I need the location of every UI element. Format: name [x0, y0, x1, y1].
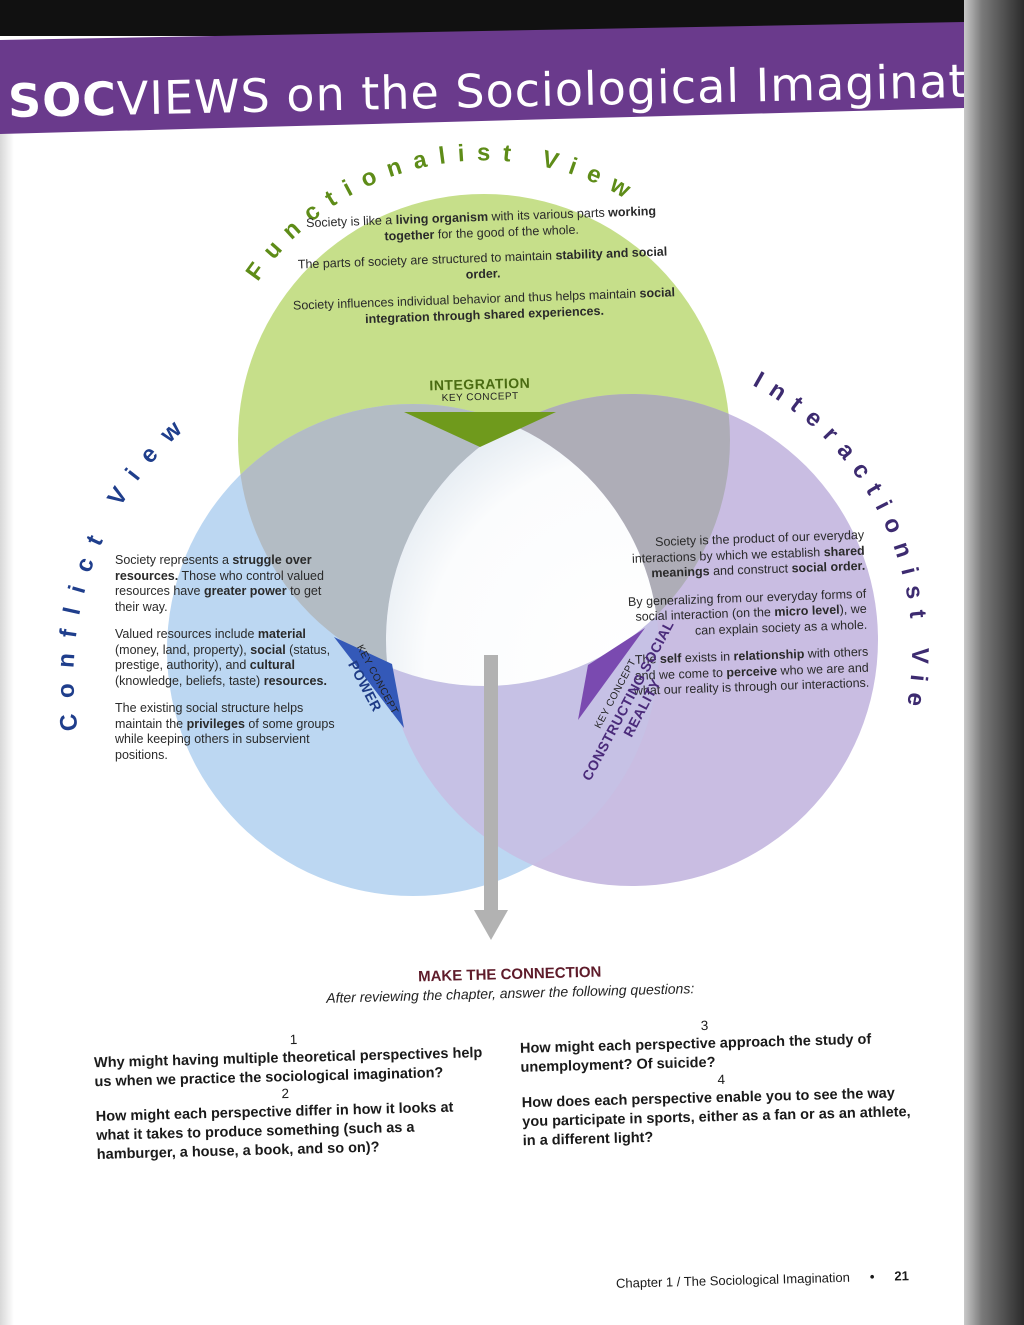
- conflict-point-1: Society represents a struggle over resou…: [115, 553, 340, 615]
- question-text: How does each perspective enable you to …: [521, 1085, 911, 1150]
- conflict-point-3: The existing social structure helps main…: [115, 701, 340, 763]
- header-band: SOCVIEWS on the Sociological Imagination: [0, 16, 964, 134]
- text-run: (money, land, property),: [115, 642, 251, 657]
- text-run: (knowledge, beliefs, taste): [115, 673, 264, 688]
- question-4: 4 How does each perspective enable you t…: [521, 1065, 923, 1151]
- connection-arrow-head: [474, 910, 508, 940]
- text-run: The parts of society are structured to m…: [297, 248, 556, 272]
- emphasis: material: [257, 627, 306, 641]
- question-2: 2 How might each perspective differ in h…: [95, 1079, 477, 1165]
- key-concept-integration: INTEGRATION KEY CONCEPT: [380, 373, 581, 405]
- text-run: exists in: [681, 649, 734, 666]
- text-run: (status, prestige, authority), and: [115, 642, 331, 673]
- text-run: Society represents a: [115, 553, 233, 567]
- emphasis: perceive: [726, 663, 778, 680]
- connection-arrow-shaft: [484, 655, 498, 913]
- text-run: of some groups while keeping others in s…: [115, 716, 335, 762]
- emphasis: greater power: [203, 584, 287, 598]
- scan-left-shadow: [0, 120, 14, 1325]
- interactionist-point-1: Society is the product of our everyday i…: [619, 528, 866, 583]
- emphasis: relationship: [733, 646, 805, 664]
- text-run: to get their way.: [115, 584, 322, 614]
- emphasis: privileges: [186, 716, 245, 731]
- text-run: Valued resources include: [115, 627, 258, 641]
- footer-separator: •: [869, 1269, 875, 1285]
- header-background: [0, 22, 964, 134]
- text-run: The existing social structure helps main…: [115, 701, 304, 731]
- text-run: for the good of the whole.: [434, 222, 580, 242]
- scan-right-edge: [964, 0, 1024, 1325]
- text-run: with its various parts: [487, 205, 609, 224]
- integration-wedge: [404, 412, 556, 447]
- text-run: and construct: [709, 561, 792, 579]
- emphasis: resources.: [263, 673, 327, 688]
- emphasis: cultural: [249, 658, 295, 672]
- conflict-text: Society represents a struggle over resou…: [115, 553, 340, 775]
- emphasis: social order.: [791, 558, 866, 576]
- emphasis: social: [250, 642, 286, 657]
- emphasis: struggle over resources.: [115, 553, 312, 583]
- conflict-point-2: Valued resources include material (money…: [115, 627, 340, 689]
- question-text: How might each perspective differ in how…: [95, 1099, 454, 1163]
- emphasis: living organism: [395, 209, 489, 228]
- emphasis: micro level: [774, 602, 840, 619]
- functionalist-point-3: Society influences individual behavior a…: [289, 285, 680, 330]
- page-number: 21: [894, 1268, 910, 1284]
- power-wedge: [334, 637, 404, 728]
- text-run: Those who control valued resources have: [115, 568, 324, 599]
- social-reality-wedge: [578, 628, 645, 720]
- functionalist-text: Society is like a living organism with i…: [286, 203, 680, 340]
- text-run: Society is like a: [305, 213, 396, 231]
- functionalist-point-2: The parts of society are structured to m…: [287, 244, 678, 289]
